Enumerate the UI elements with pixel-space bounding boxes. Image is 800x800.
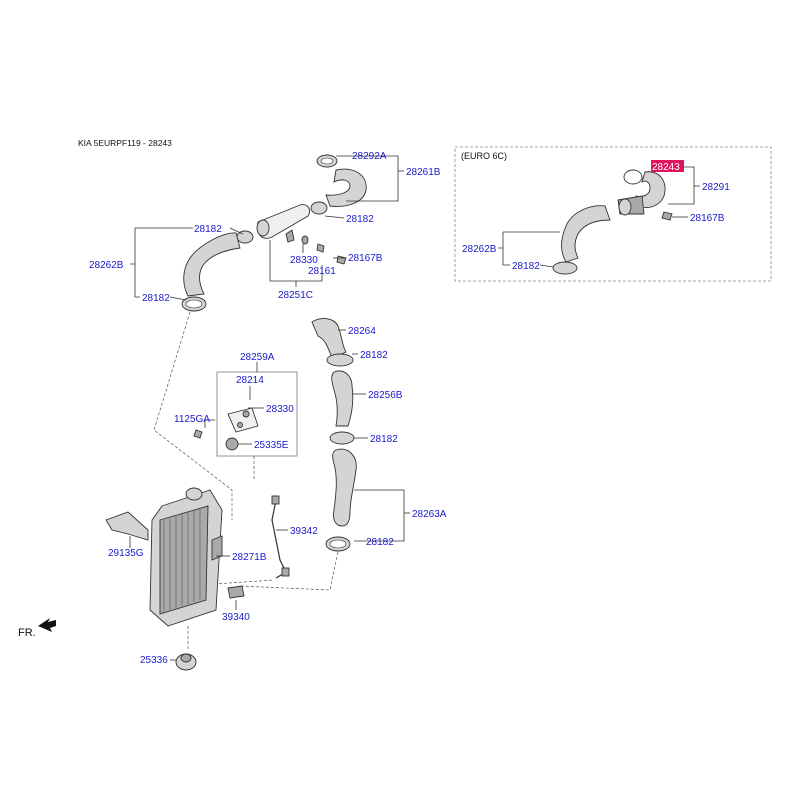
direction-label: FR.	[18, 627, 36, 639]
part-28214[interactable]: 28214	[236, 375, 264, 386]
part-28261B[interactable]: 28261B	[406, 167, 441, 178]
part-28161[interactable]: 28161	[308, 266, 336, 277]
highlight-28243	[651, 160, 684, 172]
part-28182-mid1[interactable]: 28182	[360, 350, 388, 361]
diagram-title: KIA 5EURPF119 - 28243	[78, 138, 172, 148]
part-28182-mid2[interactable]: 28182	[370, 434, 398, 445]
part-1125GA[interactable]: 1125GA	[174, 414, 210, 425]
front-arrow-icon	[38, 618, 56, 632]
part-28182-hose[interactable]: 28182	[194, 224, 222, 235]
part-28292A[interactable]: 28292A	[352, 151, 387, 162]
part-28251C[interactable]: 28251C	[278, 290, 313, 301]
sensor-28330-drawing	[301, 235, 309, 245]
clamp-28182-mid2-drawing	[329, 431, 355, 445]
part-28182-euro[interactable]: 28182	[512, 261, 540, 272]
clamp-28182-left-drawing	[236, 230, 254, 244]
sensor-39340-drawing	[227, 585, 245, 599]
part-29135G[interactable]: 29135G	[108, 548, 144, 559]
part-28182-top[interactable]: 28182	[346, 214, 374, 225]
part-28262B-left[interactable]: 28262B	[89, 260, 124, 271]
euro6c-hose-assembly-drawing	[552, 169, 673, 275]
hose-28263A-drawing	[332, 448, 357, 527]
clamp-28182-bottom-drawing	[181, 296, 207, 312]
part-28182-lower[interactable]: 28182	[142, 293, 170, 304]
part-28291[interactable]: 28291	[702, 182, 730, 193]
bracket-29135G-drawing	[105, 511, 149, 541]
clamp-28292A-drawing	[316, 154, 338, 168]
part-28259A[interactable]: 28259A	[240, 352, 275, 363]
hose-28262B-drawing	[183, 232, 241, 297]
part-25335E[interactable]: 25335E	[254, 440, 289, 451]
part-28182-mid3[interactable]: 28182	[366, 537, 394, 548]
intercooler-28271B-drawing	[149, 487, 223, 627]
part-25336[interactable]: 25336	[140, 655, 168, 666]
hose-28264-drawing	[311, 318, 347, 359]
part-28167B-euro[interactable]: 28167B	[690, 213, 725, 224]
mount-25336-drawing	[175, 653, 197, 671]
part-28256B[interactable]: 28256B	[368, 390, 403, 401]
part-28330-top[interactable]: 28330	[290, 255, 318, 266]
part-28264[interactable]: 28264	[348, 326, 376, 337]
part-28243-selected[interactable]: 28243	[652, 162, 680, 173]
part-28330-bracket[interactable]: 28330	[266, 404, 294, 415]
part-28167B-top[interactable]: 28167B	[348, 253, 383, 264]
bolt-28167B-drawing	[336, 255, 347, 265]
bracket-28259A-drawing	[193, 407, 259, 451]
part-39342[interactable]: 39342	[290, 526, 318, 537]
variant-label: (EURO 6C)	[461, 151, 507, 161]
clamp-28182-mid1-drawing	[326, 353, 354, 367]
hose-28261B-drawing	[325, 168, 367, 207]
sensor-39342-drawing	[271, 495, 290, 579]
part-39340[interactable]: 39340	[222, 612, 250, 623]
part-28263A[interactable]: 28263A	[412, 509, 447, 520]
hose-28256B-drawing	[331, 370, 354, 427]
clamp-28182-mid3-drawing	[325, 536, 351, 552]
part-28262B-euro[interactable]: 28262B	[462, 244, 497, 255]
clamp-28182-top-drawing	[310, 201, 328, 215]
euro6c-frame	[454, 146, 772, 282]
part-28271B[interactable]: 28271B	[232, 552, 267, 563]
